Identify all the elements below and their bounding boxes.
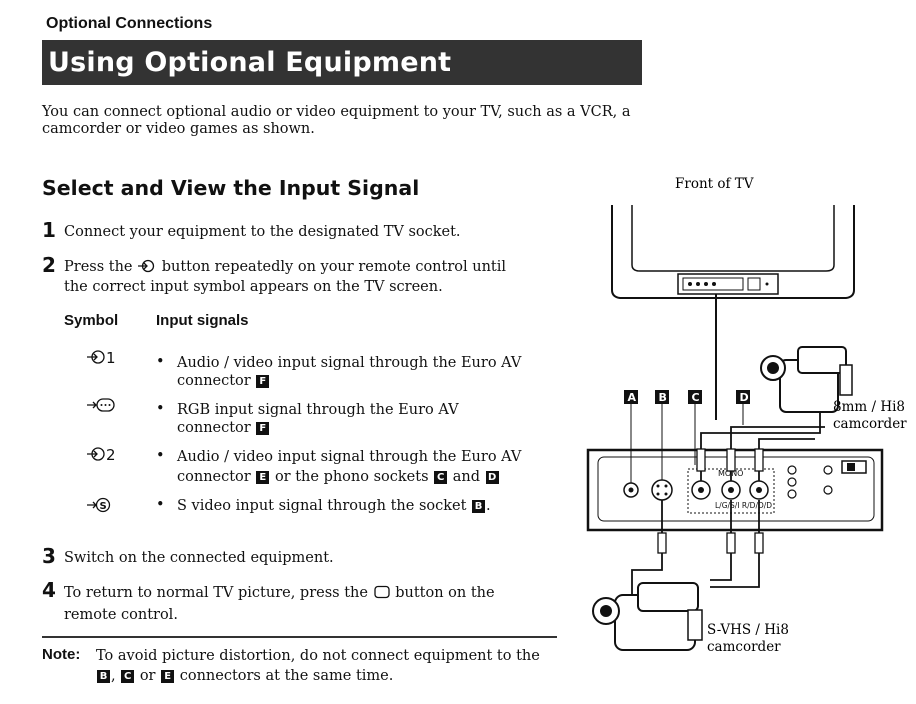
socket-label-c: C [688,390,702,404]
row-svideo-text: S video input signal through the socket … [177,497,557,515]
step-4-text-after: button on the remote control. [64,585,495,623]
panel-lr-label: L/G/S/I R/D/D/D [715,501,772,510]
note-sep1: , [111,668,116,684]
title-bar [42,40,642,85]
note-label: Note: [42,646,81,663]
camcorder-svhs-illustration [592,582,703,651]
row-av2-line1: Audio / video input signal through the E… [177,449,522,465]
note-divider [42,636,557,638]
step-2-text: Press the button repeatedly on your remo… [64,258,534,296]
socket-c-label: C [692,391,700,404]
step-1-number: 1 [42,218,56,242]
svg-text:S: S [100,501,107,512]
note-text-end: connectors at the same time. [179,668,394,684]
connection-diagram: MONO L/G/S/I R/D/D/D A B C D [570,165,910,689]
symbol-svideo: S [86,497,118,517]
step-2-number: 2 [42,253,56,277]
svg-text:1: 1 [106,349,116,365]
step-3-number: 3 [42,544,56,568]
socket-label-b: B [655,390,669,404]
page-title: Using Optional Equipment [48,47,452,78]
bullet: • [156,354,165,370]
note-sep2: or [139,668,156,684]
badge-f: F [256,421,270,435]
badge-e: E [256,470,270,484]
step-2-text-after: button repeatedly on your remote control… [64,259,507,295]
front-of-tv-label: Front of TV [675,176,754,192]
svg-text:2: 2 [106,446,116,462]
input-button-icon [137,259,157,278]
badge-d: D [485,470,499,484]
camcorder-8mm-label-line1: 8mm / Hi8 [833,399,905,415]
tv-button-icon [373,585,391,605]
tv-front-illustration [611,205,855,299]
camcorder-8mm-label-line2: camcorder [833,416,907,432]
section-title: Optional Connections [46,15,213,32]
symbol-rgb [86,397,118,417]
socket-label-d: D [736,390,750,404]
row-av2-line2c: and [452,469,481,485]
badge-b: B [472,499,486,513]
socket-a-label: A [628,391,637,404]
row-av2-line2b: or the phono sockets [274,469,429,485]
row-svideo-end: . [486,498,491,514]
row-rgb-text: RGB input signal through the Euro AV con… [177,401,537,437]
subheading: Select and View the Input Signal [42,176,420,200]
socket-label-a: A [624,390,638,404]
step-2-text-before: Press the [64,259,133,275]
row-av2-text: Audio / video input signal through the E… [177,448,537,488]
step-3-text: Switch on the connected equipment. [64,550,334,566]
row-av2-line2a: connector [177,469,251,485]
badge-c: C [434,470,448,484]
step-1-text: Connect your equipment to the designated… [64,224,461,240]
row-rgb-line1: RGB input signal through the Euro AV [177,402,459,418]
badge-f: F [256,374,270,388]
row-av1-line2: connector [177,373,251,389]
symbol-av2: 2 [86,446,118,466]
step-4-text-before: To return to normal TV picture, press th… [64,585,368,601]
row-av1-line1: Audio / video input signal through the E… [177,355,522,371]
note-line1: To avoid picture distortion, do not conn… [96,648,540,664]
intro-paragraph: You can connect optional audio or video … [42,104,631,137]
row-svideo-line1: S video input signal through the socket [177,498,467,514]
row-rgb-line2: connector [177,420,251,436]
bullet: • [156,448,165,464]
badge-c: C [121,669,135,683]
camcorder-8mm-illustration [760,346,853,413]
connection-diagram-svg: MONO L/G/S/I R/D/D/D A B C D [586,176,907,655]
bullet: • [156,497,165,513]
signals-column-header: Input signals [156,312,249,329]
camcorder-svhs-label-line1: S-VHS / Hi8 [707,622,789,638]
socket-b-label: B [659,391,667,404]
step-4-text: To return to normal TV picture, press th… [64,583,539,625]
step-4-number: 4 [42,578,56,602]
socket-d-label: D [740,391,749,404]
note-text: To avoid picture distortion, do not conn… [96,646,546,686]
camcorder-svhs-label-line2: camcorder [707,639,781,655]
badge-e: E [161,669,175,683]
row-av1-text: Audio / video input signal through the E… [177,354,537,390]
bullet: • [156,401,165,417]
symbol-av1: 1 [86,349,118,369]
symbol-column-header: Symbol [64,312,119,329]
badge-b: B [97,669,110,683]
